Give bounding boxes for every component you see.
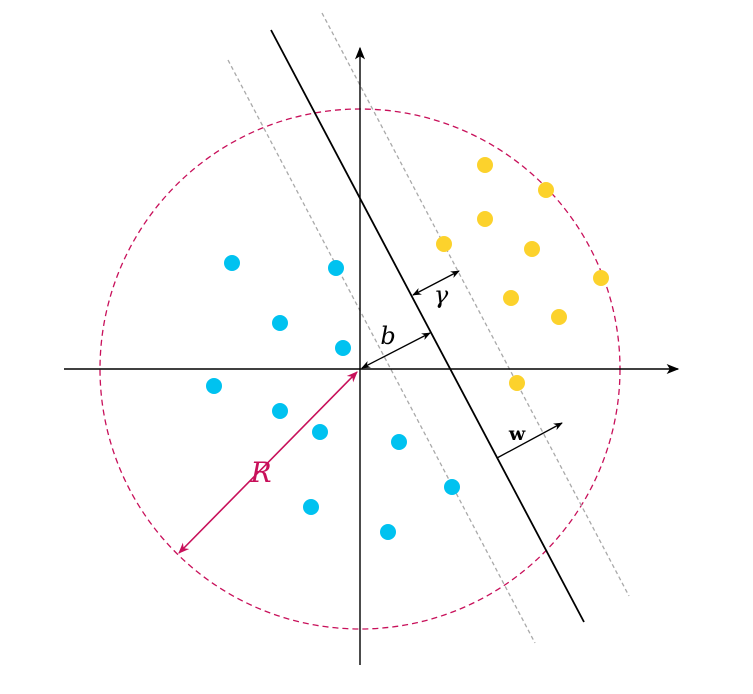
radius-label: R bbox=[249, 456, 271, 489]
margin-label: γ bbox=[434, 281, 449, 309]
positive-point bbox=[477, 157, 493, 173]
positive-point bbox=[524, 241, 540, 257]
negative-point bbox=[312, 424, 328, 440]
margin-arrow bbox=[412, 270, 460, 296]
bias-label: b bbox=[380, 322, 395, 350]
decision-boundary bbox=[270, 29, 585, 623]
bias-arrow bbox=[361, 332, 431, 369]
positive-point bbox=[509, 375, 525, 391]
negative-point bbox=[328, 260, 344, 276]
negative-point bbox=[224, 255, 240, 271]
negative-point bbox=[444, 479, 460, 495]
radius-arrow bbox=[178, 371, 358, 554]
negative-point bbox=[206, 378, 222, 394]
negative-point bbox=[272, 315, 288, 331]
margin-line-lower bbox=[227, 59, 536, 644]
negative-point bbox=[391, 434, 407, 450]
positive-point bbox=[503, 290, 519, 306]
positive-point bbox=[551, 309, 567, 325]
weight-vector-arrow bbox=[496, 422, 563, 459]
positive-point bbox=[477, 211, 493, 227]
negative-point bbox=[380, 524, 396, 540]
margin-line-upper bbox=[321, 12, 630, 597]
positive-point bbox=[538, 182, 554, 198]
positive-point bbox=[436, 236, 452, 252]
weight-label: w bbox=[508, 423, 526, 445]
positive-point bbox=[593, 270, 609, 286]
positive-class-points bbox=[436, 157, 609, 391]
negative-point bbox=[303, 499, 319, 515]
negative-class-points bbox=[206, 255, 460, 540]
negative-point bbox=[335, 340, 351, 356]
negative-point bbox=[272, 403, 288, 419]
